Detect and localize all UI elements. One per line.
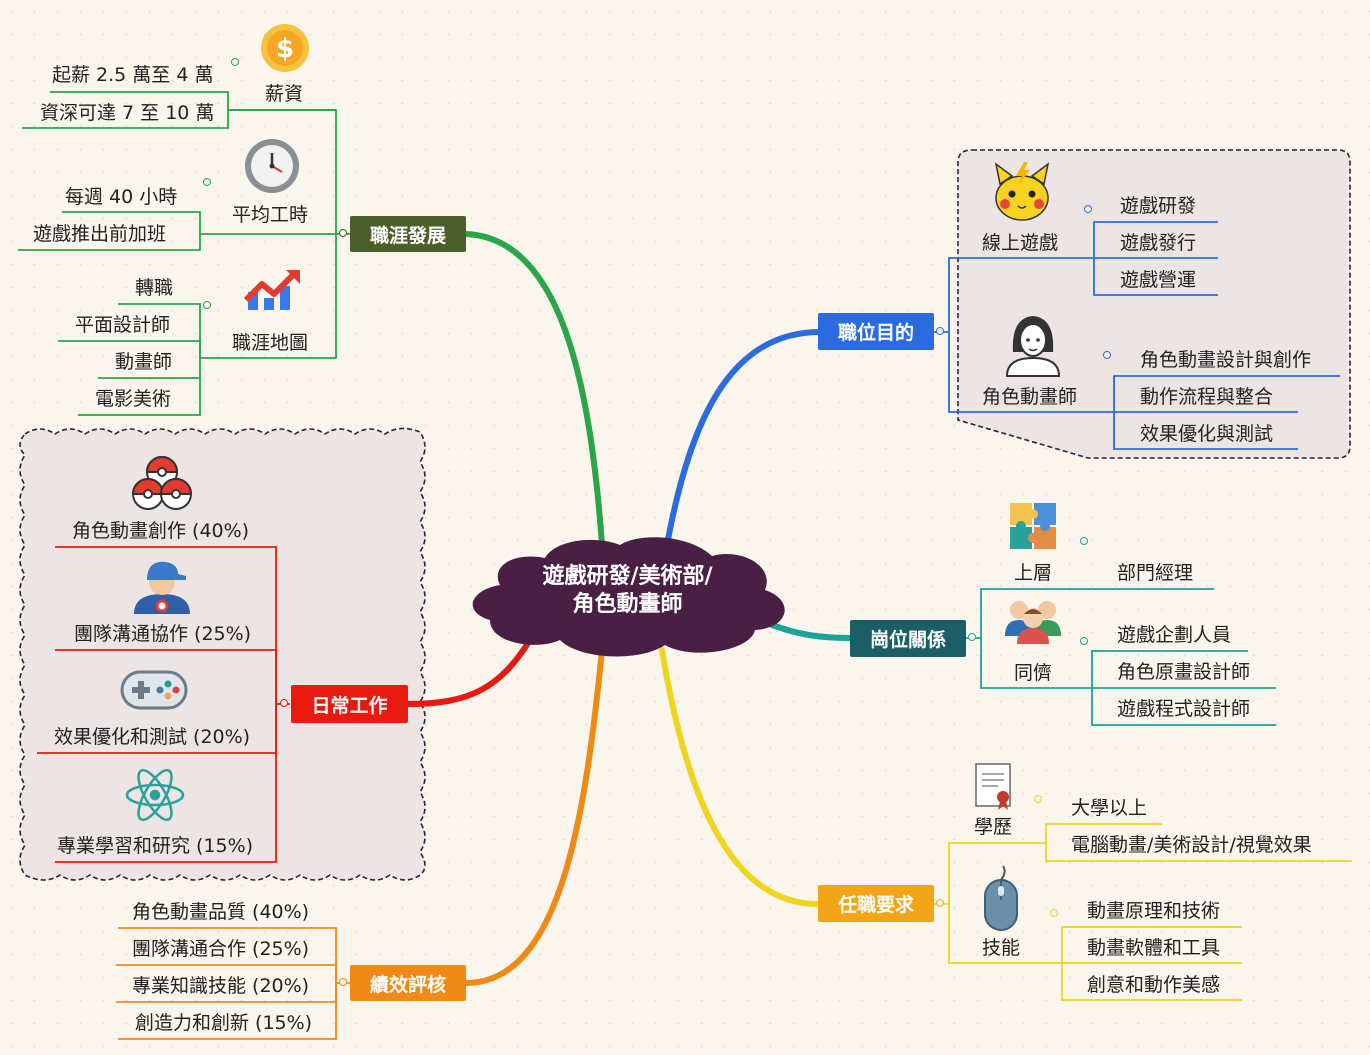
- daily-work-boundary: [19, 427, 426, 881]
- skill-item[interactable]: 動畫原理和技術: [1087, 900, 1221, 922]
- svg-text:$: $: [276, 34, 294, 64]
- pikachu-icon: [994, 162, 1050, 221]
- daily-work-item[interactable]: 團隊溝通協作 (25%): [74, 623, 252, 645]
- topic-requirement[interactable]: 任職要求: [818, 885, 934, 922]
- clock-icon: [245, 139, 299, 193]
- collapse-toggle-skill[interactable]: [1050, 909, 1058, 917]
- collapse-toggle-purpose[interactable]: [936, 327, 944, 335]
- salary-item[interactable]: 資深可達 7 至 10 萬: [40, 102, 215, 124]
- mouse-icon: [984, 865, 1018, 931]
- animator-item[interactable]: 動作流程與整合: [1140, 386, 1274, 408]
- career-map-item[interactable]: 電影美術: [95, 388, 172, 410]
- central-topic-line2: 角色動畫師: [572, 592, 683, 617]
- performance-item[interactable]: 團隊溝通合作 (25%): [132, 938, 310, 960]
- daily-work-item[interactable]: 專業學習和研究 (15%): [57, 835, 254, 857]
- woman-icon: [1005, 316, 1061, 377]
- career-map-item[interactable]: 轉職: [135, 277, 174, 299]
- atom-icon: [125, 768, 185, 822]
- peer-item[interactable]: 遊戲企劃人員: [1117, 624, 1232, 646]
- topic-purpose[interactable]: 職位目的: [818, 313, 934, 350]
- animator-item[interactable]: 效果優化與測試: [1140, 423, 1274, 445]
- collapse-toggle-map[interactable]: [203, 301, 211, 309]
- topic-performance[interactable]: 績效評核: [350, 965, 466, 1001]
- certificate-icon: [975, 763, 1011, 810]
- daily-work-item[interactable]: 效果優化和測試 (20%): [54, 726, 251, 748]
- salary-item[interactable]: 起薪 2.5 萬至 4 萬: [52, 64, 214, 86]
- central-topic-cloud: [472, 537, 785, 657]
- purpose-connectors: [934, 221, 1340, 450]
- collapse-toggle-daily[interactable]: [280, 699, 288, 707]
- career-map-item[interactable]: 平面設計師: [75, 314, 171, 336]
- central-topic[interactable]: 遊戲研發/美術部/ 角色動畫師: [505, 563, 750, 619]
- job-purpose-boundary: [957, 149, 1351, 459]
- collapse-toggle-education[interactable]: [1034, 795, 1042, 803]
- collapse-toggle-upper[interactable]: [1080, 537, 1088, 545]
- collapse-toggle-peer[interactable]: [1080, 637, 1088, 645]
- subtopic-online-game[interactable]: 線上遊戲: [982, 232, 1059, 254]
- growth-chart-icon: [243, 270, 300, 310]
- collapse-toggle-requirement[interactable]: [936, 899, 944, 907]
- subtopic-salary[interactable]: 薪資: [265, 83, 304, 105]
- education-item[interactable]: 電腦動畫/美術設計/視覺效果: [1071, 834, 1312, 856]
- online-game-item[interactable]: 遊戲營運: [1120, 269, 1197, 291]
- topic-relation[interactable]: 崗位關係: [850, 620, 966, 657]
- performance-item[interactable]: 角色動畫品質 (40%): [132, 901, 310, 923]
- collapse-toggle-online[interactable]: [1084, 205, 1092, 213]
- peer-item[interactable]: 遊戲程式設計師: [1117, 698, 1251, 720]
- online-game-item[interactable]: 遊戲發行: [1120, 232, 1197, 254]
- collapse-toggle-career[interactable]: [339, 229, 347, 237]
- relation-connectors: [966, 588, 1276, 726]
- performance-item[interactable]: 專業知識技能 (20%): [132, 975, 310, 997]
- coin-icon: $: [261, 24, 309, 72]
- collapse-toggle-performance[interactable]: [339, 978, 347, 986]
- people-icon: [1005, 601, 1061, 644]
- collapse-toggle-relation[interactable]: [968, 633, 976, 641]
- subtopic-peer[interactable]: 同儕: [1014, 662, 1053, 684]
- collapse-toggle-salary[interactable]: [231, 58, 239, 66]
- topic-career[interactable]: 職涯發展: [350, 216, 466, 252]
- topic-daily-work[interactable]: 日常工作: [291, 685, 408, 723]
- pokeball-icon: [131, 456, 193, 510]
- performance-branch-line: [463, 647, 605, 986]
- daily-branch-line: [405, 637, 533, 707]
- collapse-toggle-hours[interactable]: [203, 178, 211, 186]
- daily-work-item[interactable]: 角色動畫創作 (40%): [72, 520, 250, 542]
- career-map-item[interactable]: 動畫師: [115, 351, 173, 373]
- relation-branch-line: [769, 622, 855, 641]
- subtopic-career-map[interactable]: 職涯地圖: [232, 332, 309, 354]
- subtopic-skill[interactable]: 技能: [982, 937, 1021, 959]
- peer-item[interactable]: 角色原畫設計師: [1117, 661, 1251, 683]
- skill-item[interactable]: 創意和動作美感: [1087, 974, 1221, 996]
- gamepad-icon: [120, 670, 188, 710]
- subtopic-upper[interactable]: 上層: [1014, 562, 1053, 584]
- central-topic-line1: 遊戲研發/美術部/: [542, 564, 713, 589]
- animator-item[interactable]: 角色動畫設計與創作: [1140, 349, 1312, 371]
- subtopic-animator[interactable]: 角色動畫師: [982, 386, 1078, 408]
- skill-item[interactable]: 動畫軟體和工具: [1087, 937, 1221, 959]
- purpose-branch-line: [664, 329, 823, 548]
- upper-item[interactable]: 部門經理: [1117, 562, 1194, 584]
- hours-item[interactable]: 每週 40 小時: [65, 186, 178, 208]
- subtopic-education[interactable]: 學歷: [974, 816, 1013, 838]
- performance-connectors: [116, 927, 350, 1040]
- online-game-item[interactable]: 遊戲研發: [1120, 195, 1197, 217]
- education-item[interactable]: 大學以上: [1071, 797, 1148, 819]
- career-connectors: [18, 91, 350, 416]
- hours-item[interactable]: 遊戲推出前加班: [33, 223, 167, 245]
- collapse-toggle-animator[interactable]: [1103, 351, 1111, 359]
- career-branch-line: [463, 231, 605, 548]
- subtopic-hours[interactable]: 平均工時: [232, 204, 309, 226]
- trainer-icon: [134, 561, 190, 614]
- puzzle-icon: [1010, 503, 1056, 549]
- requirement-branch-line: [659, 647, 821, 907]
- performance-item[interactable]: 創造力和創新 (15%): [135, 1012, 313, 1034]
